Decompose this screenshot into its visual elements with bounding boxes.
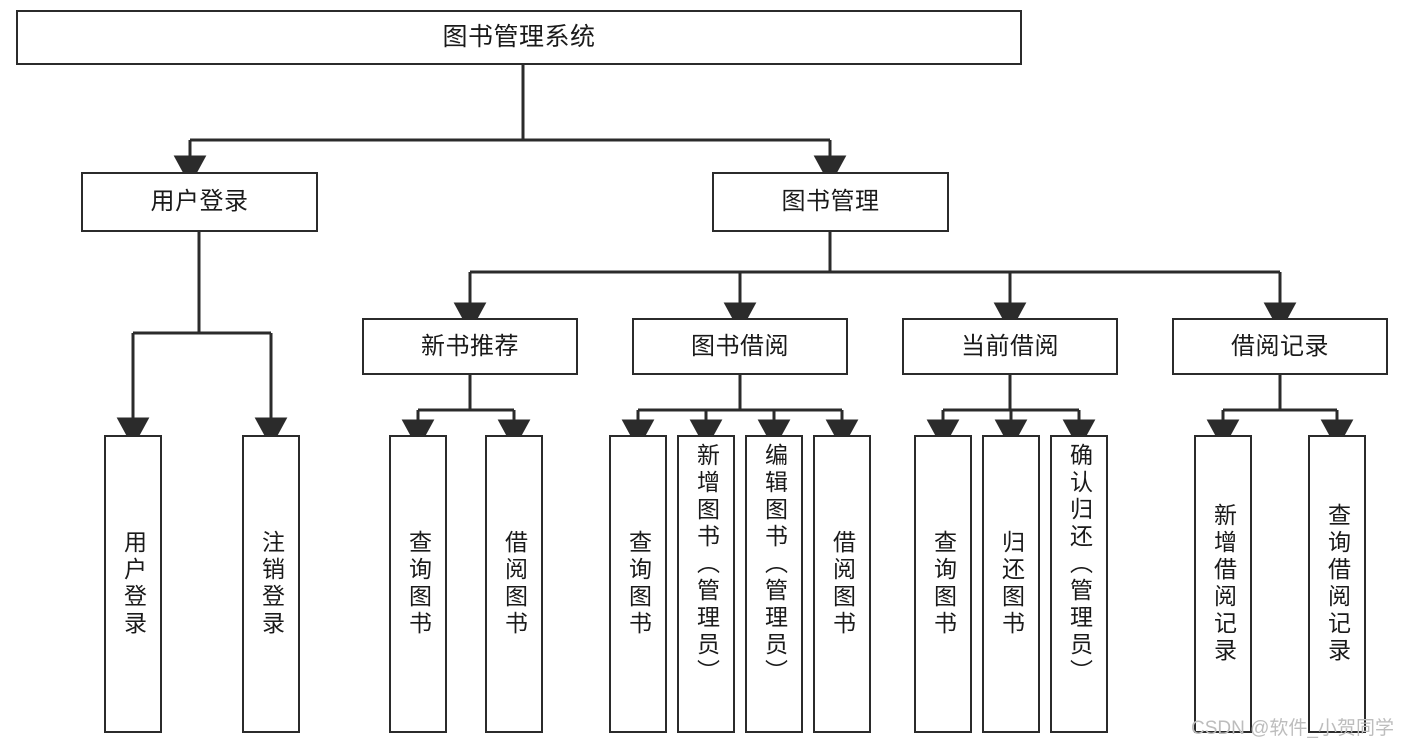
node-label: 新增借阅记录 xyxy=(1210,503,1237,665)
node-label: 查询图书 xyxy=(625,530,652,638)
leaf-query-book-recommend[interactable]: 查询图书 xyxy=(389,435,447,733)
leaf-borrow-book-recommend[interactable]: 借阅图书 xyxy=(485,435,543,733)
node-book-management[interactable]: 图书管理 xyxy=(712,172,949,232)
node-label: 新书推荐 xyxy=(421,332,519,360)
node-label: 确认归还（管理员） xyxy=(1066,443,1093,686)
node-new-book-recommend[interactable]: 新书推荐 xyxy=(362,318,578,375)
node-label: 借阅图书 xyxy=(829,530,856,638)
node-root-system[interactable]: 图书管理系统 xyxy=(16,10,1022,65)
node-label: 用户登录 xyxy=(120,530,147,638)
leaf-add-book-admin[interactable]: 新增图书（管理员） xyxy=(677,435,735,733)
node-label: 查询借阅记录 xyxy=(1324,503,1351,665)
node-book-borrow[interactable]: 图书借阅 xyxy=(632,318,848,375)
leaf-edit-book-admin[interactable]: 编辑图书（管理员） xyxy=(745,435,803,733)
node-label: 归还图书 xyxy=(998,530,1025,638)
node-label: 图书借阅 xyxy=(691,332,789,360)
node-current-borrow[interactable]: 当前借阅 xyxy=(902,318,1118,375)
node-label: 借阅图书 xyxy=(501,530,528,638)
leaf-user-login[interactable]: 用户登录 xyxy=(104,435,162,733)
leaf-return-book[interactable]: 归还图书 xyxy=(982,435,1040,733)
leaf-logout[interactable]: 注销登录 xyxy=(242,435,300,733)
node-label: 查询图书 xyxy=(405,530,432,638)
node-label: 图书管理系统 xyxy=(442,23,596,51)
node-label: 用户登录 xyxy=(150,188,249,215)
node-label: 新增图书（管理员） xyxy=(693,443,720,686)
node-label: 查询图书 xyxy=(930,530,957,638)
node-label: 注销登录 xyxy=(258,530,285,638)
leaf-add-borrow-record[interactable]: 新增借阅记录 xyxy=(1194,435,1252,733)
node-user-login[interactable]: 用户登录 xyxy=(81,172,318,232)
leaf-confirm-return-admin[interactable]: 确认归还（管理员） xyxy=(1050,435,1108,733)
csdn-watermark: CSDN @软件_小贺同学 xyxy=(1191,718,1394,739)
leaf-query-book-borrow[interactable]: 查询图书 xyxy=(609,435,667,733)
node-label: 图书管理 xyxy=(781,188,880,215)
node-label: 编辑图书（管理员） xyxy=(761,443,788,686)
node-label: 借阅记录 xyxy=(1231,332,1329,360)
leaf-query-book-current[interactable]: 查询图书 xyxy=(914,435,972,733)
node-label: 当前借阅 xyxy=(961,332,1059,360)
leaf-borrow-book[interactable]: 借阅图书 xyxy=(813,435,871,733)
node-borrow-record[interactable]: 借阅记录 xyxy=(1172,318,1388,375)
leaf-query-borrow-record[interactable]: 查询借阅记录 xyxy=(1308,435,1366,733)
